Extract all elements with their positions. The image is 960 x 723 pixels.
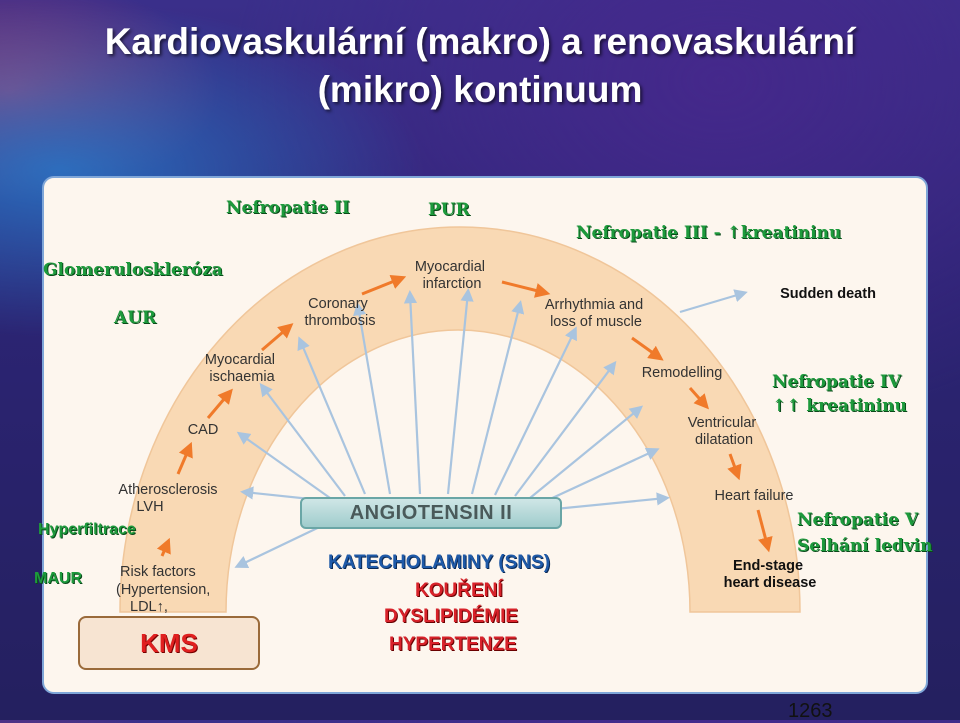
- node-thrombosis: Coronary thrombosis: [305, 296, 376, 329]
- ray-5: [353, 302, 392, 495]
- ray-14: [234, 521, 331, 568]
- arrow-ischaemia-to-thrombosis: [261, 323, 294, 352]
- arrow-thrombosis-to-infarction: [361, 274, 407, 296]
- ray-11: [529, 405, 644, 499]
- factor-hypertenze: HYPERTENZE: [389, 634, 517, 655]
- label-maur: MAUR: [34, 570, 82, 587]
- kms-box: KMS: [78, 616, 260, 670]
- title-line-1: Kardiovaskulární (makro) a renovaskulárn…: [104, 21, 856, 62]
- ray-10: [514, 360, 617, 497]
- label-pur: PUR: [428, 200, 470, 220]
- node-infarction: Myocardial infarction: [415, 259, 489, 292]
- node-arrhythmia: Arrhythmia and loss of muscle: [545, 297, 647, 330]
- ray-2: [236, 431, 331, 499]
- factor-katecholaminy: KATECHOLAMINY (SNS): [328, 552, 551, 573]
- node-heart-failure: Heart failure: [715, 488, 794, 504]
- arrow-infarction-to-arrhythmia: [501, 280, 551, 298]
- angiotensin-box: ANGIOTENSIN II: [300, 497, 562, 529]
- node-dilatation: Ventricular dilatation: [688, 415, 761, 448]
- node-cad: CAD: [188, 422, 219, 438]
- arrow-cad-to-ischaemia: [206, 388, 233, 419]
- arrow-athero-to-cad: [176, 441, 193, 475]
- node-sudden-death: Sudden death: [780, 286, 876, 302]
- node-risk-factors: Risk factors (Hypertension, LDL↑,: [116, 564, 214, 615]
- label-nefropatie-4: Nefropatie IV: [772, 372, 902, 392]
- arrow-arrhythmia-to-remodelling: [631, 336, 664, 361]
- node-atherosclerosis: Atherosclerosis LVH: [118, 482, 221, 515]
- ray-15: [679, 289, 748, 314]
- title-line-2: (mikro) kontinuum: [317, 69, 643, 110]
- node-ischaemia: Myocardial ischaemia: [205, 352, 279, 385]
- page-number: 1263: [788, 700, 833, 722]
- ray-8: [470, 300, 525, 495]
- label-nefropatie-3: Nefropatie III - ↑kreatininu: [576, 223, 842, 243]
- node-remodelling: Remodelling: [642, 365, 723, 381]
- ray-3: [259, 382, 346, 497]
- label-hyperfiltrace: Hyperfiltrace: [38, 521, 136, 538]
- ray-7: [446, 288, 474, 495]
- node-end-stage: End-stage heart disease: [724, 558, 817, 591]
- label-selhani-ledvin: Selhání ledvin: [797, 536, 933, 556]
- label-aur: AUR: [114, 308, 157, 328]
- slide-title: Kardiovaskulární (makro) a renovaskulárn…: [0, 18, 960, 114]
- progression-arrows: [156, 274, 773, 557]
- ray-6: [403, 290, 422, 495]
- arrow-failure-to-endstage: [756, 509, 773, 553]
- ray-12: [547, 447, 660, 501]
- factor-koureni: KOUŘENÍ: [415, 580, 503, 601]
- ray-9: [494, 326, 577, 496]
- arrow-risk-to-athero: [156, 537, 171, 557]
- ray-13: [544, 492, 670, 512]
- label-nefropatie-5: Nefropatie V: [797, 510, 919, 530]
- arrow-dilatation-to-failure: [727, 453, 742, 481]
- label-nefropatie-2: Nefropatie II: [226, 198, 350, 218]
- label-glomeruloskleroza: Glomeruloskleróza: [43, 260, 223, 280]
- arrow-remodelling-to-dilatation: [688, 387, 709, 410]
- label-kreatininu-2: ↑↑ kreatininu: [772, 396, 907, 416]
- ray-4: [297, 336, 367, 495]
- factor-dyslipidemie: DYSLIPIDÉMIE: [384, 606, 519, 627]
- angiotensin-rays: [234, 288, 748, 568]
